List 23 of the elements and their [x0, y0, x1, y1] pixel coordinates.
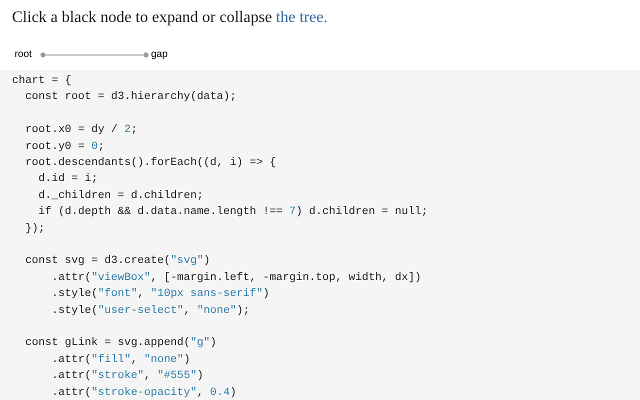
node-label: root: [14, 49, 32, 61]
tree-node: [143, 49, 169, 61]
code-line: root.x0 = dy / 2;: [24, 123, 138, 138]
code-line: .style("font", "10px sans-serif"): [50, 287, 270, 302]
code-line: root.y0 = 0;: [24, 140, 104, 155]
code-line: chart = {: [12, 74, 72, 89]
code-line: d.id = i;: [37, 172, 98, 188]
code-line: .attr("stroke", "#555"): [50, 369, 204, 384]
link: the tree.: [276, 9, 328, 26]
code-line: root.descendants().forEach((d, i) => {: [24, 156, 276, 171]
code-line: .attr("viewBox", [-margin.left, -margin.top, width, dx]): [50, 270, 422, 286]
tree-link: [46, 54, 144, 56]
code-line: const svg = d3.create("svg"): [24, 254, 210, 270]
code-line: });: [24, 222, 46, 237]
code-line: .style("user-select", "none");: [50, 304, 250, 319]
code-line: const root = d3.hierarchy(data);: [24, 90, 236, 106]
code-line: d._children = d.children;: [37, 188, 204, 204]
code-line: if (d.depth && d.data.name.length !== 7) d.children = null;: [37, 205, 428, 220]
code-line: .attr("fill", "none"): [50, 352, 190, 368]
code-line: const gLink = svg.append("g"): [24, 336, 217, 352]
code-line: .attr("stroke-opacity", 0.4): [50, 386, 236, 400]
intro-text: Click a black node to expand or collapse: [12, 9, 273, 26]
node-label: gap: [151, 49, 168, 61]
